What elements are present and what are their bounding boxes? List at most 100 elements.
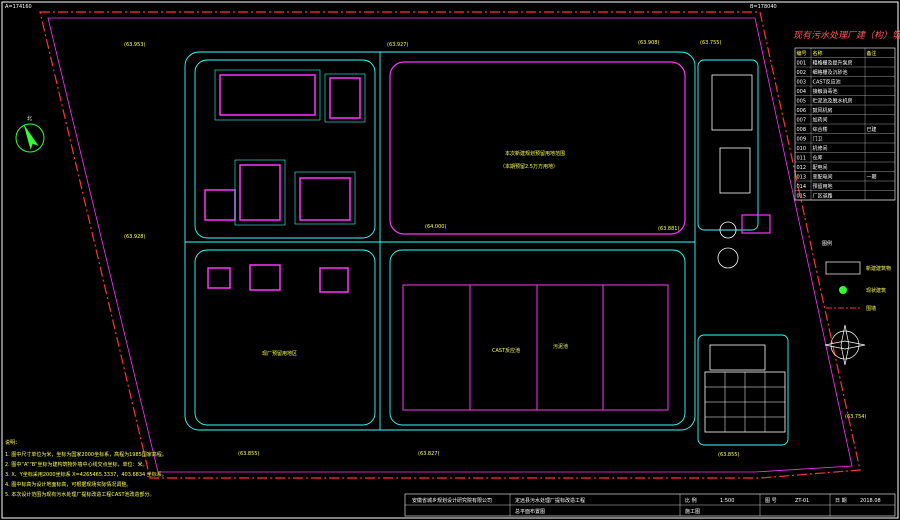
coord-label: A=174160 bbox=[5, 4, 32, 10]
table-cell: 011 bbox=[797, 156, 807, 162]
title-block: 安徽省城乡规划设计研究院有限公司 定远县污水处理厂提标改造工程 总平面布置图 比… bbox=[404, 493, 896, 517]
table-cell: 005 bbox=[797, 99, 807, 105]
zone-label-reserved: 本次新建规划预留用地范围 bbox=[505, 150, 565, 157]
table-cell: 已建 bbox=[867, 126, 877, 133]
building-pump-house bbox=[219, 74, 316, 116]
reserved-land-area bbox=[389, 61, 686, 235]
legend-swatch-existing bbox=[839, 286, 847, 294]
zone-se-outline bbox=[389, 249, 686, 426]
road-network bbox=[184, 51, 789, 446]
zone-nw-outline bbox=[194, 59, 376, 239]
elevation-label: (64.000) bbox=[425, 224, 446, 230]
drawing-name: 总平面布置图 bbox=[515, 508, 545, 515]
table-cell: 004 bbox=[797, 89, 807, 95]
notes-block: 说明： 1. 图中尺寸单位为米，坐标为国家2000坐标系，高程为1985国家高程… bbox=[5, 439, 167, 498]
zone-label-reserved-sub: （本期预留2.5万方用地） bbox=[500, 163, 558, 170]
building-east-2 bbox=[719, 147, 751, 194]
table-cell: 012 bbox=[797, 165, 807, 171]
building-east-3 bbox=[709, 344, 766, 371]
tank-circle-2 bbox=[719, 221, 737, 239]
table-cell: 001 bbox=[797, 61, 807, 67]
table-cell: 一期 bbox=[867, 175, 877, 181]
zone-sw-outline bbox=[194, 249, 376, 426]
table-header-cell: 备注 bbox=[867, 50, 877, 57]
building-screen bbox=[329, 77, 361, 119]
table-cell: 鼓风机房 bbox=[813, 107, 833, 114]
outline-screen bbox=[324, 73, 366, 123]
building-east-mag bbox=[741, 214, 771, 234]
legend-item: 现状建筑 bbox=[866, 287, 886, 294]
note-item: 4. 图中标高为设计地面标高，可根据现场实际情况调整。 bbox=[5, 481, 131, 488]
table-cell: 粗格栅及提升泵房 bbox=[813, 60, 853, 67]
note-item: 2. 图中“A”“B”坐标为建构筑物外墙中心线交点坐标，单位：米。 bbox=[5, 461, 148, 468]
building-sw-2 bbox=[249, 264, 281, 291]
elevation-label: (63.928) bbox=[124, 234, 145, 240]
compass-ew bbox=[824, 340, 866, 350]
tank-circle-1 bbox=[717, 247, 739, 269]
north-arrow-pointer bbox=[23, 125, 39, 150]
elevation-label: (63.908) bbox=[638, 40, 659, 46]
table-cell: 013 bbox=[797, 175, 807, 181]
elevation-label: (63.755) bbox=[700, 40, 721, 46]
building-east-1 bbox=[711, 74, 753, 131]
table-header-cell: 名称 bbox=[813, 50, 823, 57]
stage-value: 施工图 bbox=[685, 508, 700, 515]
legend: 图例 新建建筑物 现状建筑 围墙 bbox=[822, 240, 891, 312]
zone-label-sw: 现厂预留用地区 bbox=[262, 350, 297, 357]
table-cell: 接触消毒池 bbox=[813, 88, 838, 95]
nw-buildings bbox=[204, 74, 361, 221]
legend-item: 新建建筑物 bbox=[866, 265, 891, 272]
cast-reactor-body bbox=[402, 284, 669, 411]
date-label: 日 期 bbox=[835, 498, 847, 504]
table-cell: 细格栅及沉砂池 bbox=[813, 69, 848, 76]
elevation-label: (63.827) bbox=[418, 451, 439, 457]
no-value: ZT-01 bbox=[795, 498, 809, 504]
table-cell: 015 bbox=[797, 194, 807, 200]
east-magenta bbox=[741, 214, 771, 234]
legend-title: 图例 bbox=[822, 240, 832, 247]
table-cell: 预留用地 bbox=[813, 183, 833, 190]
zone-east-outline bbox=[697, 59, 759, 231]
site-boundary bbox=[39, 11, 861, 479]
table-cell: 仓库 bbox=[813, 155, 823, 162]
legend-swatch-building bbox=[825, 261, 861, 275]
scale-label: 比 例 bbox=[685, 497, 697, 504]
building-small bbox=[204, 189, 236, 221]
elevation-label: (63.881) bbox=[658, 226, 679, 232]
cast-reactor-outline bbox=[402, 284, 669, 411]
company-name: 安徽省城乡规划设计研究院有限公司 bbox=[412, 497, 492, 504]
table-cell: 003 bbox=[797, 80, 807, 86]
project-name: 定远县污水处理厂提标改造工程 bbox=[515, 497, 585, 504]
north-label: 北 bbox=[27, 115, 32, 122]
table-cell: 010 bbox=[797, 146, 807, 152]
table-cell: 厂区道路 bbox=[813, 193, 833, 200]
compass-rose bbox=[824, 324, 866, 366]
north-arrow-circle bbox=[15, 123, 45, 153]
table-cell: CAST反应池 bbox=[813, 79, 841, 86]
note-item: 1. 图中尺寸单位为米，坐标为国家2000坐标系，高程为1985国家高程。 bbox=[5, 451, 167, 458]
outline-blower bbox=[234, 159, 286, 226]
notes-header: 说明： bbox=[5, 439, 20, 446]
table-cell: 加药间 bbox=[813, 117, 828, 124]
outline-dosing bbox=[294, 171, 356, 225]
table-cell: 门卫 bbox=[813, 136, 823, 143]
main-road-loop bbox=[184, 51, 696, 431]
sw-buildings bbox=[207, 264, 349, 293]
table-cell: 006 bbox=[797, 108, 807, 114]
north-arrow: 北 bbox=[15, 115, 45, 153]
elevation-label: (63.855) bbox=[238, 451, 259, 457]
no-label: 图 号 bbox=[765, 498, 777, 504]
date-value: 2018.08 bbox=[860, 498, 881, 504]
table-cell: 配电间 bbox=[813, 164, 828, 171]
legend-item: 围墙 bbox=[866, 305, 876, 312]
table-cell: 009 bbox=[797, 137, 807, 143]
table-cell: 机修间 bbox=[813, 145, 828, 152]
elevation-label: (63.754) bbox=[845, 414, 866, 420]
table-title: 现有污水处理厂建（构）筑 bbox=[793, 30, 900, 41]
outline-pump-house bbox=[214, 69, 321, 121]
table-cell: 贮泥池及脱水机房 bbox=[813, 98, 853, 105]
